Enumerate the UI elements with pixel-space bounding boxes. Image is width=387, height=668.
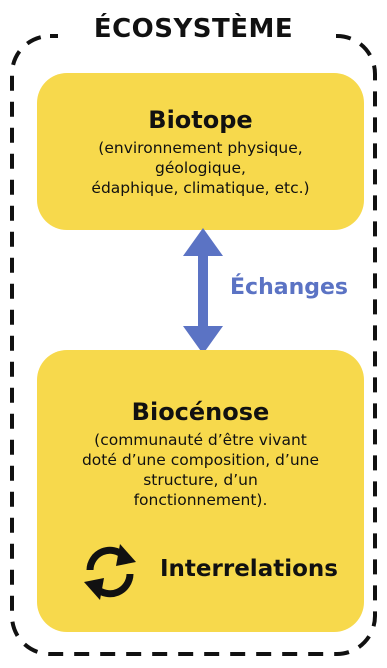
double-arrow-icon xyxy=(183,228,223,354)
refresh-icon xyxy=(84,544,136,600)
biotope-title: Biotope xyxy=(148,106,253,134)
ecosystem-title: ÉCOSYSTÈME xyxy=(93,14,294,44)
biocenose-title: Biocénose xyxy=(131,398,270,426)
interrelations-label: Interrelations xyxy=(160,556,338,582)
interrelations-row: Interrelations xyxy=(80,540,370,604)
exchange-label: Échanges xyxy=(230,275,349,300)
biotope-description: (environnement physique, géologique, éda… xyxy=(91,139,310,197)
biotope-box: Biotope (environnement physique, géologi… xyxy=(37,73,364,230)
biocenose-description: (communauté d’être vivant doté d’une com… xyxy=(81,431,320,509)
